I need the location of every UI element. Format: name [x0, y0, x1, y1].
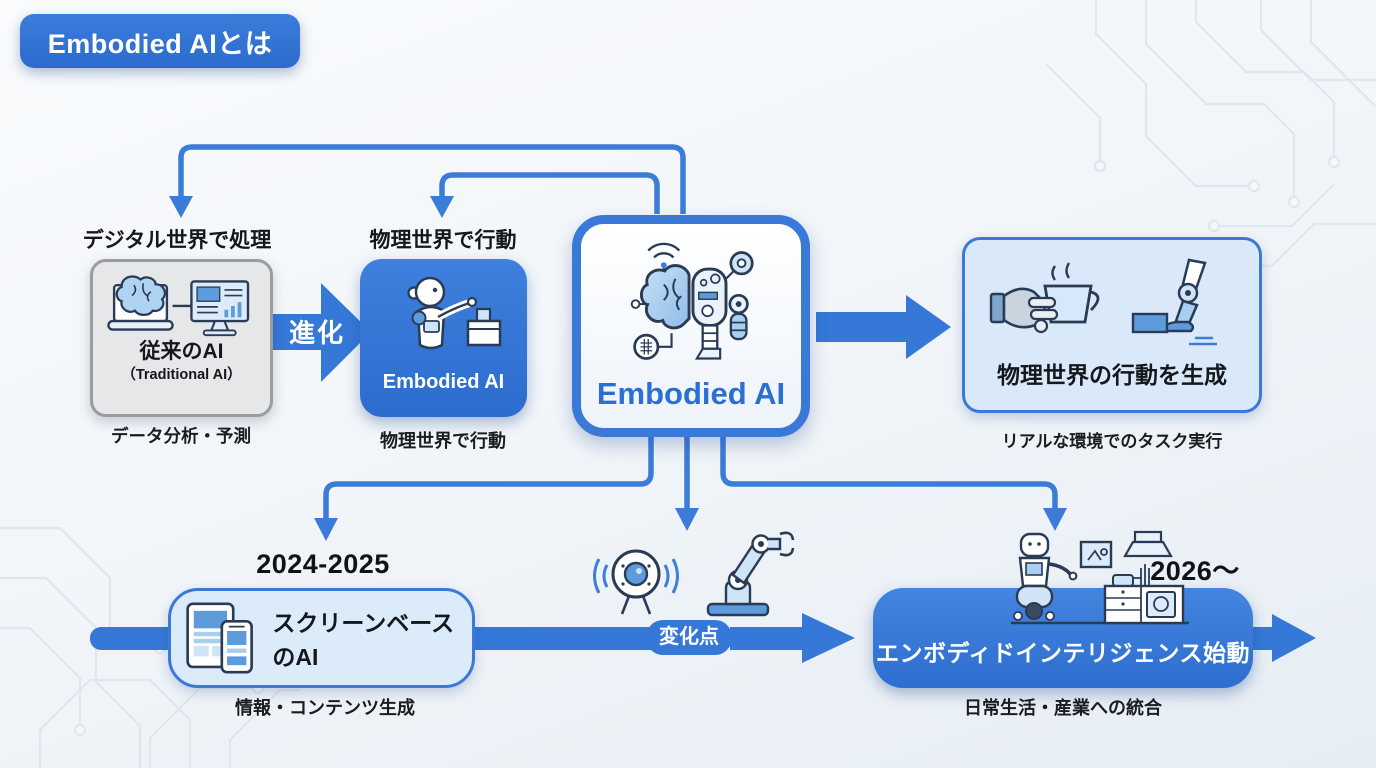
page-title: Embodied AIとは [47, 28, 273, 59]
digital-world-label: デジタル世界で処理 [82, 229, 272, 252]
era1-title: スクリーンベースのAI [272, 610, 455, 670]
traditional-ai-name-en: （Traditional AI） [121, 367, 242, 383]
embodied-ai-small-name: Embodied AI [382, 371, 505, 393]
generate-action-arrow [816, 295, 951, 359]
robot-hand-cup-icon [989, 262, 1100, 334]
evolution-arrow [272, 283, 371, 382]
traditional-ai-box: 従来のAI （Traditional AI） [90, 259, 273, 417]
physical-output-box: 物理世界の行動を生成 [962, 237, 1262, 413]
branch-arrow-left [323, 435, 654, 519]
screen-based-ai-box: スクリーンベースのAI [168, 588, 475, 688]
traditional-ai-caption: データ分析・予測 [111, 426, 251, 446]
era1-caption: 情報・コンテンツ生成 [235, 698, 415, 718]
page-title-badge: Embodied AIとは [20, 14, 300, 68]
timeline-shaft-mid [470, 627, 655, 650]
timeline-arrowhead-end [1272, 614, 1316, 662]
robot-pressing-button-icon [406, 276, 501, 350]
brain-robot-hybrid-icon [630, 242, 754, 360]
embodied-ai-small-box: Embodied AI [360, 259, 527, 417]
era2-caption: 日常生活・産業への統合 [964, 698, 1162, 718]
output-icon-row [989, 254, 1235, 350]
timeline-shaft-start [90, 627, 180, 650]
change-point-label: 変化点 [659, 626, 719, 648]
era2-title: エンボディドインテリジェンス始動 [876, 640, 1250, 666]
feedback-arrow-inner [439, 172, 660, 214]
traditional-ai-name: 従来のAI [139, 340, 224, 363]
timeline-shaft-end [1248, 627, 1274, 650]
sensor-camera-icon [593, 549, 679, 615]
change-point-pill [646, 620, 732, 655]
era1-year: 2024-2025 [256, 549, 390, 579]
embodied-ai-center-name: Embodied AI [596, 376, 786, 411]
embodied-intelligence-box: エンボディドインテリジェンス始動 [873, 588, 1253, 688]
robot-arm-icon [706, 531, 795, 617]
kitchen-robot-icon [1011, 530, 1189, 625]
robot-legs-icon [1131, 258, 1217, 346]
embodied-ai-small-caption: 物理世界で行動 [380, 431, 506, 451]
evolution-arrow-label: 進化 [288, 318, 345, 348]
era2-year: 2026〜 [1150, 556, 1240, 586]
branch-arrow-right [720, 435, 1058, 509]
physical-output-title: 物理世界の行動を生成 [997, 362, 1227, 388]
physical-output-caption: リアルな環境でのタスク実行 [1001, 432, 1223, 451]
embodied-ai-center-box: Embodied AI [572, 215, 810, 437]
brain-laptop-and-monitor-icon [106, 275, 249, 337]
feedback-arrow-outer [178, 144, 686, 214]
timeline-arrowhead-mid [802, 613, 855, 663]
physical-world-label: 物理世界で行動 [369, 229, 517, 252]
tablet-phone-icon [186, 602, 253, 674]
